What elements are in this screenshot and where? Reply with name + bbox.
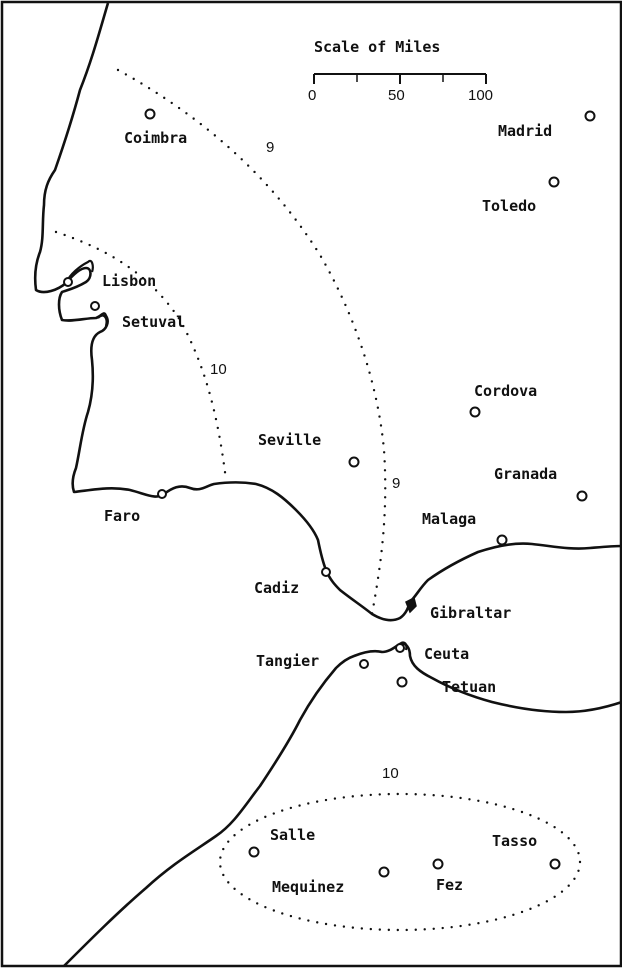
contour-label-10-west: 10 xyxy=(210,361,227,378)
city-marker-malaga xyxy=(496,534,508,546)
place-label-malaga: Malaga xyxy=(422,510,477,528)
place-label-fez: Fez xyxy=(436,876,464,894)
place-label-cadiz: Cadiz xyxy=(254,579,300,597)
place-label-tasso: Tasso xyxy=(492,832,538,850)
scale-label-50: 50 xyxy=(388,87,405,104)
place-label-faro: Faro xyxy=(104,507,141,525)
scale-bar xyxy=(313,73,487,84)
place-label-gibraltar: Gibraltar xyxy=(430,604,512,622)
place-label-madrid: Madrid xyxy=(498,122,553,140)
city-marker-ceuta xyxy=(395,643,405,653)
place-label-tetuan: Tetuan xyxy=(442,678,497,696)
city-marker-fez xyxy=(432,858,444,870)
place-label-cordova: Cordova xyxy=(474,382,538,400)
city-marker-coimbra xyxy=(144,108,156,120)
contour-label-10-south: 10 xyxy=(382,765,399,782)
city-marker-cadiz xyxy=(321,567,331,577)
city-marker-salle xyxy=(248,846,260,858)
city-marker-cordova xyxy=(469,406,481,418)
place-label-granada: Granada xyxy=(494,465,558,483)
city-marker-seville xyxy=(348,456,360,468)
place-label-tangier: Tangier xyxy=(256,652,320,670)
place-label-ceuta: Ceuta xyxy=(424,645,470,663)
place-label-toledo: Toledo xyxy=(482,197,537,215)
city-marker-faro xyxy=(157,489,167,499)
lisbon-estuary xyxy=(64,259,94,284)
city-marker-mequinez xyxy=(378,866,390,878)
scale-label-0: 0 xyxy=(308,87,317,104)
city-marker-granada xyxy=(576,490,588,502)
isoline-9-upper xyxy=(116,68,387,616)
city-marker-madrid xyxy=(584,110,596,122)
africa-coastline xyxy=(63,642,622,967)
place-label-coimbra: Coimbra xyxy=(124,129,188,147)
scale-title: Scale of Miles xyxy=(314,38,441,56)
place-label-lisbon: Lisbon xyxy=(102,272,157,290)
scale-label-100: 100 xyxy=(468,87,494,104)
city-marker-toledo xyxy=(548,176,560,188)
place-label-salle: Salle xyxy=(270,826,316,844)
place-label-setuval: Setuval xyxy=(122,313,186,331)
city-marker-tasso xyxy=(549,858,561,870)
city-marker-setuval xyxy=(90,301,100,311)
setuval-inlet xyxy=(97,314,108,327)
contour-label-9-lower: 9 xyxy=(392,475,401,492)
place-label-seville: Seville xyxy=(258,431,322,449)
iberia-coastline xyxy=(33,2,622,622)
gibraltar-rock xyxy=(405,596,417,614)
isoline-10-south xyxy=(218,792,582,932)
city-marker-tangier xyxy=(359,659,369,669)
city-marker-lisbon xyxy=(63,277,73,287)
city-marker-tetuan xyxy=(396,676,408,688)
contour-label-9-upper: 9 xyxy=(266,139,275,156)
place-label-mequinez: Mequinez xyxy=(272,878,345,896)
